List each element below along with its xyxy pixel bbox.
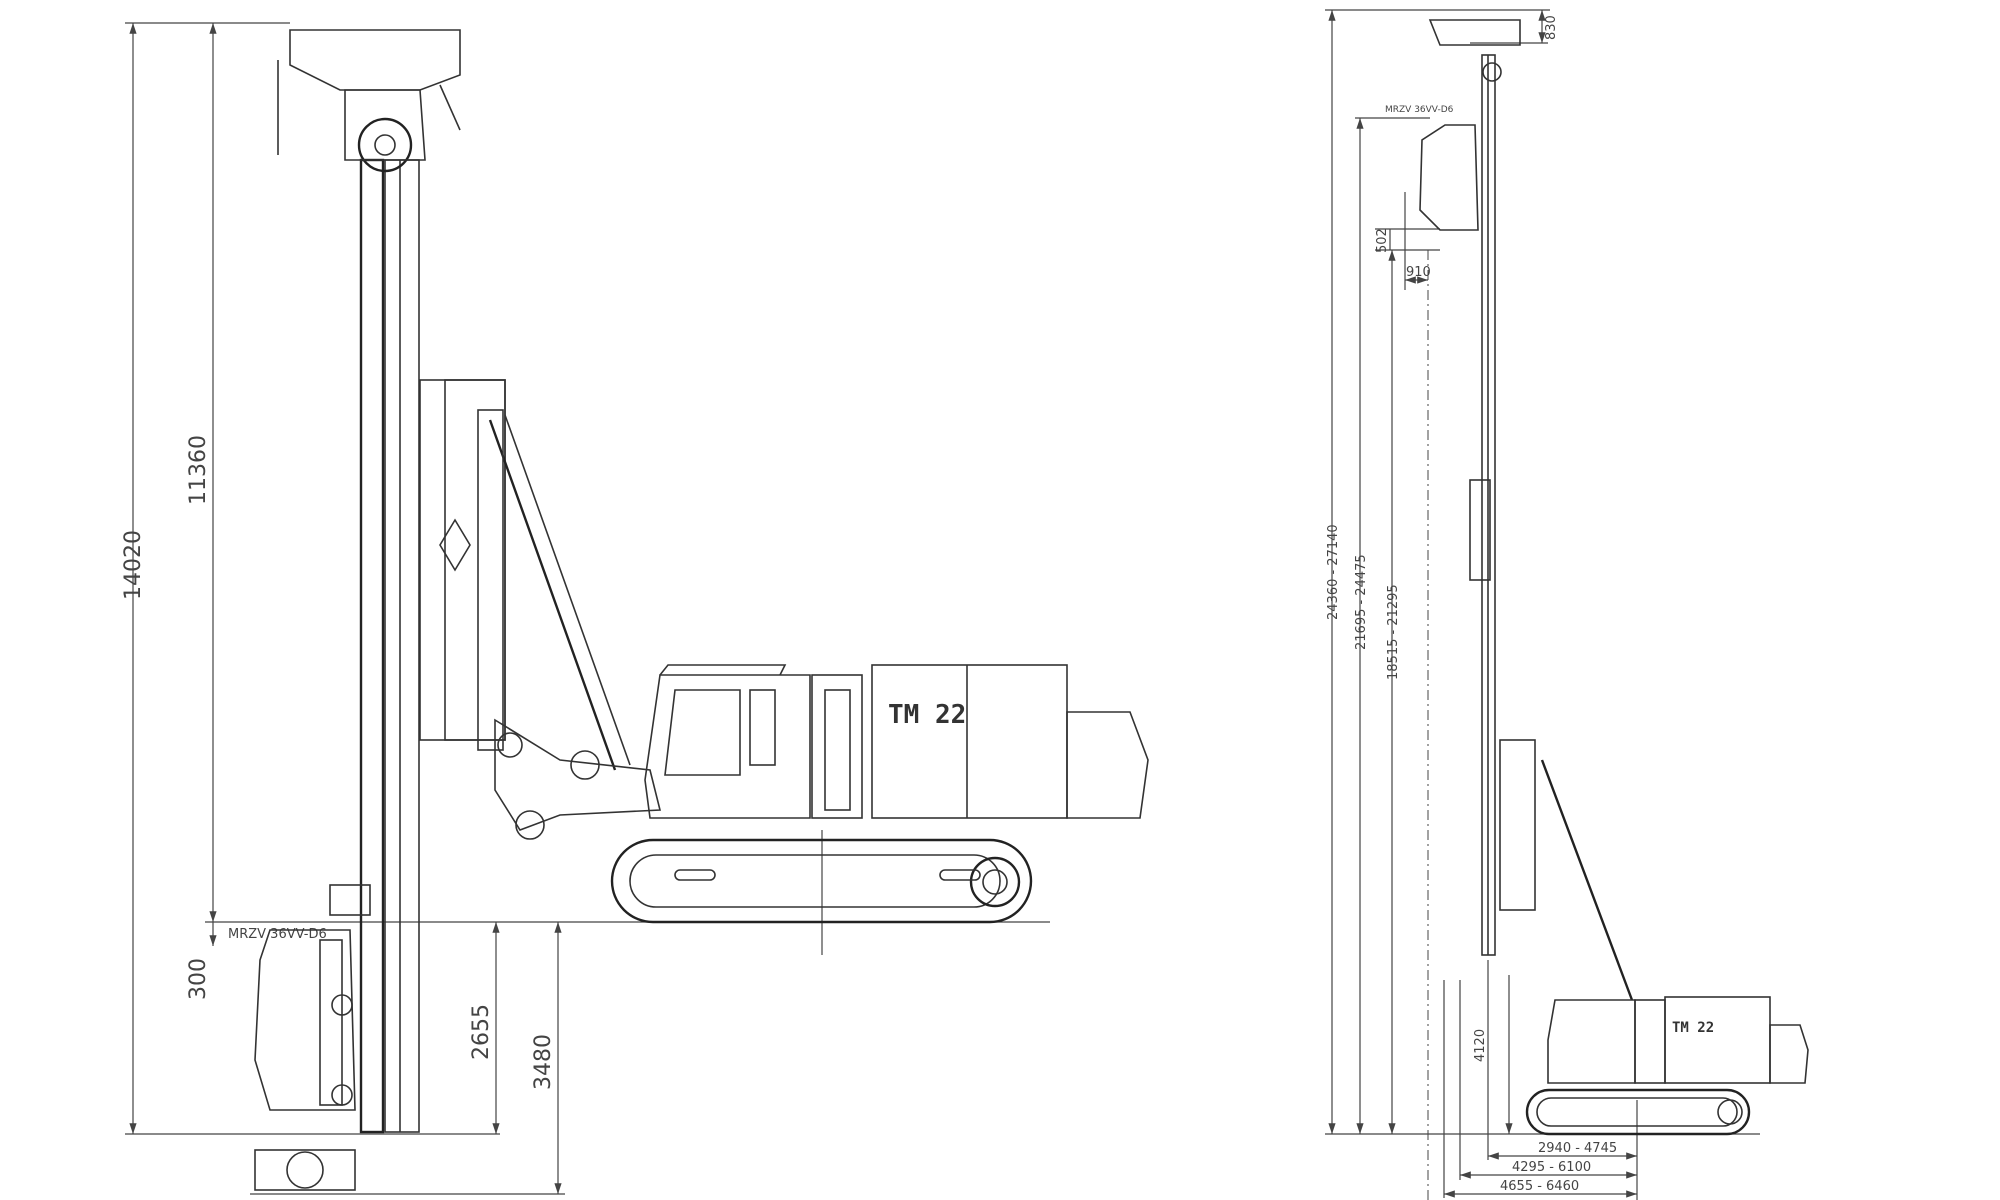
machine-label-right: TM 22 xyxy=(1672,1020,1714,1036)
upper-carriage: TM 22 xyxy=(644,664,1149,819)
dim-830: 830 xyxy=(1544,15,1559,40)
dim-18515-21295: 18515 - 21295 xyxy=(1386,584,1401,680)
dim-24360-27140: 24360 - 27140 xyxy=(1326,524,1341,620)
upper-carriage-right: TM 22 xyxy=(1547,996,1809,1084)
machine-label: TM 22 xyxy=(888,700,966,730)
right-view: 24360 - 27140 21695 - 24475 18515 - 2129… xyxy=(1325,9,1809,1200)
left-view: 14020 11360 300 2655 3480 MRZV 36VV-D6 xyxy=(121,22,1149,1195)
drill-head xyxy=(254,884,371,1191)
dim-300: 300 xyxy=(186,958,211,1000)
left-dimension-lines xyxy=(125,22,1050,1195)
dim-2655: 2655 xyxy=(469,1004,494,1060)
dim-4120: 4120 xyxy=(1473,1029,1488,1062)
drill-head-label-right: MRZV 36VV-D6 xyxy=(1385,105,1454,115)
dim-11360: 11360 xyxy=(186,435,211,505)
boom-linkage xyxy=(494,718,662,840)
mast xyxy=(359,158,506,1134)
dim-4655-6460: 4655 - 6460 xyxy=(1500,1179,1579,1194)
backstay-cylinder xyxy=(477,409,631,771)
dim-3480: 3480 xyxy=(531,1034,556,1090)
backstay-right xyxy=(1540,759,1634,1001)
dim-4295-6100: 4295 - 6100 xyxy=(1512,1160,1591,1175)
crawler-track xyxy=(610,838,1033,924)
dim-2940-4745: 2940 - 4745 xyxy=(1538,1141,1617,1156)
mast-right xyxy=(1419,19,1536,956)
crown-sheave xyxy=(277,29,461,173)
dim-21695-24475: 21695 - 24475 xyxy=(1354,554,1369,650)
dim-502: 502 xyxy=(1375,228,1390,253)
dim-910: 910 xyxy=(1406,265,1431,280)
crawler-track-right xyxy=(1525,1088,1751,1136)
dim-14020: 14020 xyxy=(121,530,146,600)
